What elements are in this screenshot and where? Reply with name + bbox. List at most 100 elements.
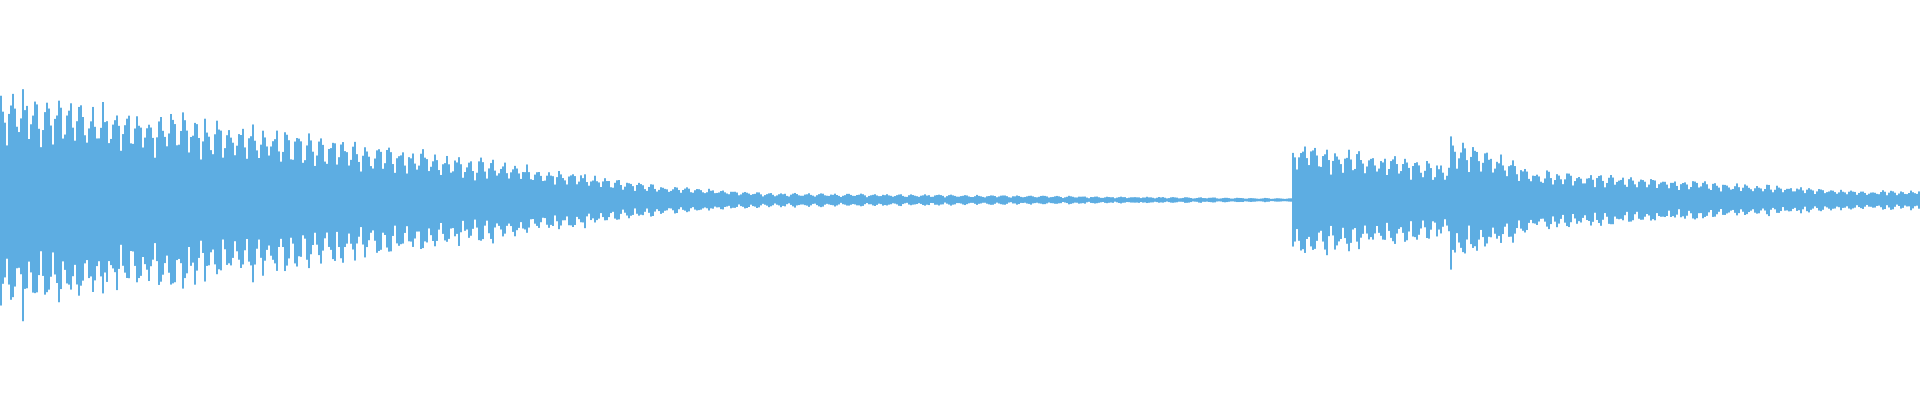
- waveform-sample: [1388, 168, 1390, 231]
- waveform-sample: [386, 150, 388, 248]
- waveform-sample: [1596, 178, 1598, 220]
- waveform-sample: [726, 193, 728, 207]
- waveform-sample: [1614, 184, 1616, 217]
- waveform-sample: [1480, 171, 1482, 230]
- waveform-sample: [1088, 198, 1090, 202]
- waveform-sample: [1854, 191, 1856, 208]
- waveform-sample: [684, 188, 686, 211]
- waveform-sample: [1478, 161, 1480, 240]
- waveform-sample: [1638, 181, 1640, 219]
- waveform-sample: [1498, 163, 1500, 236]
- waveform-sample: [1572, 185, 1574, 214]
- waveform-sample: [444, 163, 446, 241]
- waveform-sample: [1770, 189, 1772, 210]
- waveform-sample: [714, 193, 716, 207]
- waveform-sample: [1376, 171, 1378, 226]
- waveform-sample: [1568, 173, 1570, 228]
- waveform-sample: [222, 157, 224, 240]
- waveform-sample: [64, 134, 66, 270]
- waveform-sample: [524, 172, 526, 230]
- waveform-sample: [702, 192, 704, 209]
- waveform-sample: [26, 105, 28, 289]
- waveform-sample: [1172, 197, 1174, 203]
- waveform-sample: [1386, 174, 1388, 223]
- waveform-sample: [1806, 189, 1808, 212]
- waveform-sample: [46, 102, 48, 293]
- waveform-sample: [1046, 196, 1048, 204]
- waveform-sample: [1090, 197, 1092, 203]
- waveform-sample: [748, 193, 750, 208]
- waveform-sample: [1558, 175, 1560, 224]
- waveform-sample: [1364, 173, 1366, 226]
- waveform-sample: [106, 121, 108, 282]
- waveform-sample: [602, 181, 604, 218]
- waveform-sample: [184, 120, 186, 279]
- waveform-sample: [1730, 189, 1732, 211]
- waveform-sample: [1892, 191, 1894, 210]
- waveform-sample: [406, 173, 408, 227]
- waveform-sample: [1158, 197, 1160, 203]
- waveform-sample: [1380, 161, 1382, 236]
- waveform-sample: [824, 195, 826, 205]
- waveform-sample: [1732, 188, 1734, 210]
- waveform-sample: [882, 194, 884, 206]
- waveform-sample: [118, 125, 120, 269]
- waveform-sample: [1142, 197, 1144, 203]
- waveform-sample: [1282, 198, 1284, 202]
- waveform-sample: [196, 124, 198, 271]
- waveform-sample: [1814, 194, 1816, 207]
- waveform-sample: [324, 161, 326, 239]
- waveform-sample: [604, 178, 606, 221]
- waveform-sample: [318, 141, 320, 256]
- waveform-sample: [1534, 175, 1536, 224]
- waveform-sample: [382, 168, 384, 233]
- waveform-sample: [378, 149, 380, 251]
- waveform-sample: [1586, 178, 1588, 221]
- waveform-sample: [1582, 183, 1584, 218]
- waveform-sample: [1846, 194, 1848, 207]
- waveform-sample: [1738, 187, 1740, 214]
- waveform-sample: [1000, 195, 1002, 205]
- waveform-sample: [732, 191, 734, 208]
- waveform-sample: [720, 191, 722, 210]
- waveform-sample: [1656, 188, 1658, 214]
- waveform-sample: [780, 193, 782, 208]
- waveform-sample: [1862, 191, 1864, 209]
- waveform-sample: [1280, 198, 1282, 202]
- waveform-sample: [474, 180, 476, 220]
- waveform-sample: [1324, 154, 1326, 250]
- waveform-sample: [1476, 151, 1478, 251]
- waveform-sample: [934, 195, 936, 205]
- waveform-sample: [842, 195, 844, 205]
- waveform-sample: [1284, 198, 1286, 202]
- waveform-sample: [1776, 185, 1778, 213]
- waveform-sample: [174, 124, 176, 283]
- waveform-sample: [670, 190, 672, 209]
- waveform-sample: [112, 124, 114, 269]
- waveform-sample: [1706, 184, 1708, 216]
- waveform-sample: [1178, 198, 1180, 202]
- waveform-sample: [1034, 197, 1036, 204]
- waveform-sample: [300, 141, 302, 257]
- waveform-sample: [132, 143, 134, 252]
- waveform-sample: [160, 117, 162, 282]
- waveform-sample: [1628, 179, 1630, 222]
- waveform-sample: [220, 130, 222, 271]
- waveform-sample: [856, 195, 858, 206]
- waveform-sample: [872, 194, 874, 206]
- waveform-sample: [1662, 181, 1664, 217]
- waveform-sample: [1408, 167, 1410, 232]
- waveform-sample: [1912, 192, 1914, 209]
- waveform-sample: [606, 181, 608, 221]
- waveform-sample: [542, 181, 544, 218]
- waveform-sample: [848, 193, 850, 206]
- waveform-sample: [1358, 151, 1360, 250]
- waveform-sample: [1348, 149, 1350, 252]
- waveform-sample: [656, 191, 658, 210]
- waveform-sample: [1424, 170, 1426, 228]
- waveform-sample: [1598, 175, 1600, 223]
- waveform-sample: [484, 171, 486, 226]
- waveform-sample: [1374, 165, 1376, 234]
- waveform-sample: [1800, 187, 1802, 214]
